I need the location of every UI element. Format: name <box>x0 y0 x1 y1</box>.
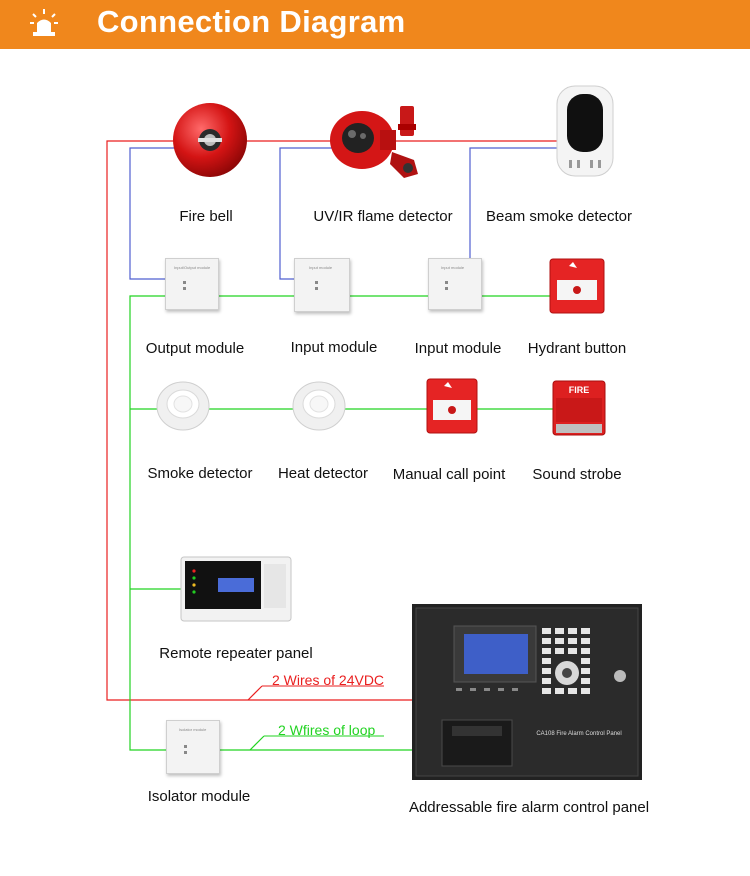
alarm-light-icon <box>30 9 58 36</box>
fire-bell-image <box>173 103 247 177</box>
output-module-image: Input/Output module <box>165 258 219 310</box>
beam-smoke-detector-label: Beam smoke detector <box>486 208 632 225</box>
loop-wire-diagonal <box>249 735 265 751</box>
manual-call-point-label: Manual call point <box>392 466 506 483</box>
smoke-detector-image <box>156 381 210 431</box>
beam-wire <box>469 147 560 258</box>
input-module-2-image: Input module <box>428 258 482 310</box>
input-module-1-image: Input module <box>294 258 350 312</box>
power-wire-diagonal <box>247 685 263 701</box>
header-bar: Connection Diagram <box>0 0 750 49</box>
input-module-2-label: Input module <box>414 340 502 357</box>
panel-model-text: CA108 Fire Alarm Control Panel <box>536 731 621 737</box>
smoke-detector-label: Smoke detector <box>147 465 253 482</box>
page-title: Connection Diagram <box>97 4 406 39</box>
beam-smoke-detector-image <box>556 85 614 177</box>
hydrant-button-label: Hydrant button <box>527 340 627 357</box>
sound-strobe-label: Sound strobe <box>532 466 622 483</box>
power-wire-label: 2 Wires of 24VDC <box>272 672 385 688</box>
flame-detector-image <box>330 106 418 178</box>
heat-detector-label: Heat detector <box>277 465 369 482</box>
strobe-marking: FIRE <box>569 385 590 395</box>
flame-wire <box>279 147 370 280</box>
control-panel-image: CA108 Fire Alarm Control Panel <box>412 604 642 780</box>
flame-detector-label: UV/IR flame detector <box>313 208 453 225</box>
remote-repeater-panel-label: Remote repeater panel <box>159 645 313 662</box>
output-module-label: Output module <box>145 340 245 357</box>
loop-wire-label: 2 Wfires of loop <box>278 722 376 738</box>
isolator-module-label: Isolator module <box>147 788 251 805</box>
remote-repeater-panel-image <box>180 556 292 622</box>
manual-call-point-image <box>426 378 478 434</box>
heat-detector-image <box>292 381 346 431</box>
hydrant-button-image <box>549 258 605 314</box>
control-panel-label: Addressable fire alarm control panel <box>408 799 650 816</box>
input-module-1-label: Input module <box>290 339 378 356</box>
fire-bell-label: Fire bell <box>179 208 233 225</box>
sound-strobe-image: FIRE <box>552 380 606 436</box>
isolator-module-image: Isolator module <box>166 720 220 774</box>
